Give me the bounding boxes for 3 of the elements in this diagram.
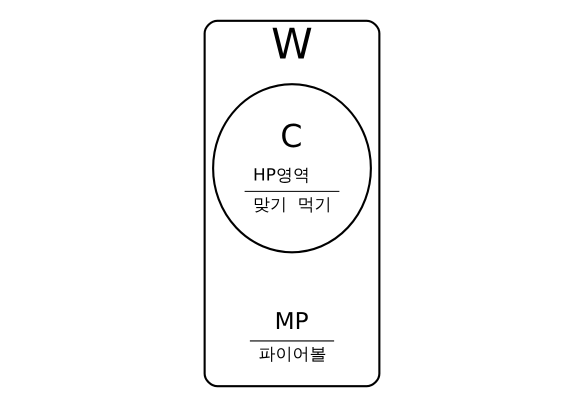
node-label: 파이어볼 bbox=[258, 344, 326, 364]
node-label: MP bbox=[274, 308, 309, 335]
node-circle: C HP영역 맞기 먹기 bbox=[212, 83, 372, 254]
